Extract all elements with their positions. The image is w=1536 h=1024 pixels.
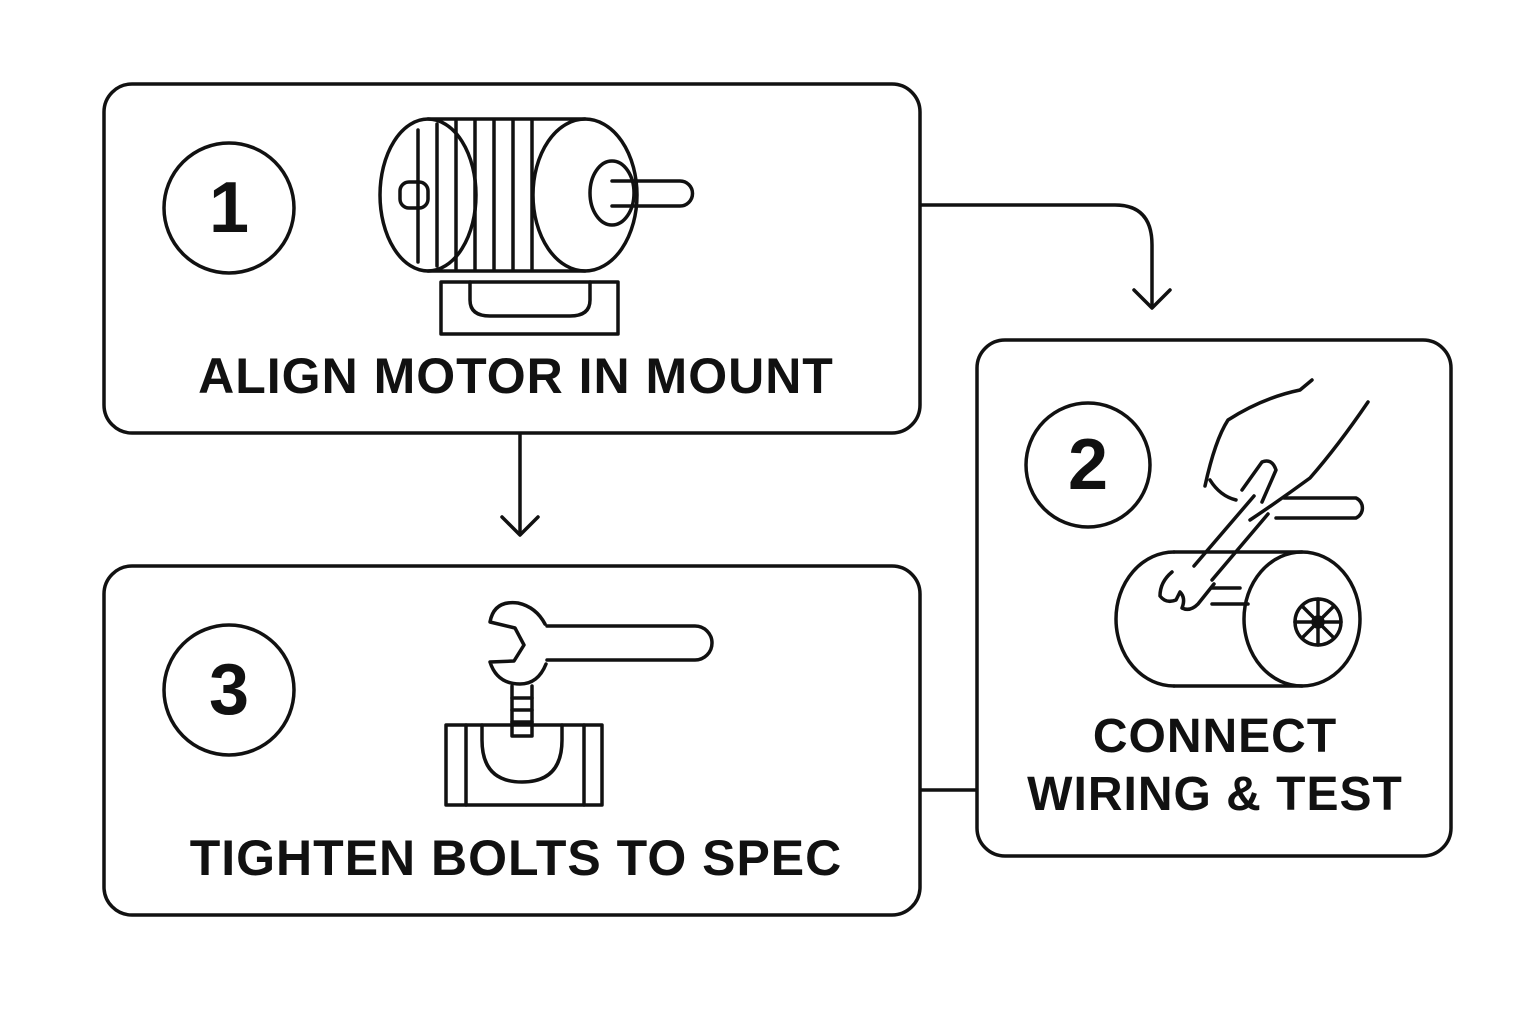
step-1-box [102,82,922,435]
step-3-label: TIGHTEN BOLTS TO SPEC [189,830,843,886]
step-3-number: 3 [208,650,250,730]
wrench-bolt-icon [444,600,714,807]
step-1-label: ALIGN MOTOR IN MOUNT [198,348,834,404]
hand-wrench-motor-icon [1114,378,1370,688]
step-2-number: 2 [1067,425,1109,505]
step-3-box [102,564,922,917]
motor-on-mount-icon [378,117,695,336]
step-3-number-circle [162,623,296,757]
arrow-step1-to-step3 [500,433,540,537]
step-2-box [975,338,1453,858]
step-2-number-circle [1024,401,1152,529]
step-1-number-circle [162,141,296,275]
arrow-step1-to-step2 [919,203,1172,310]
step-1-number: 1 [208,168,250,248]
step-2-label-line-2: WIRING & TEST [1027,768,1403,821]
step-2-label-line-1: CONNECT [1092,710,1338,763]
